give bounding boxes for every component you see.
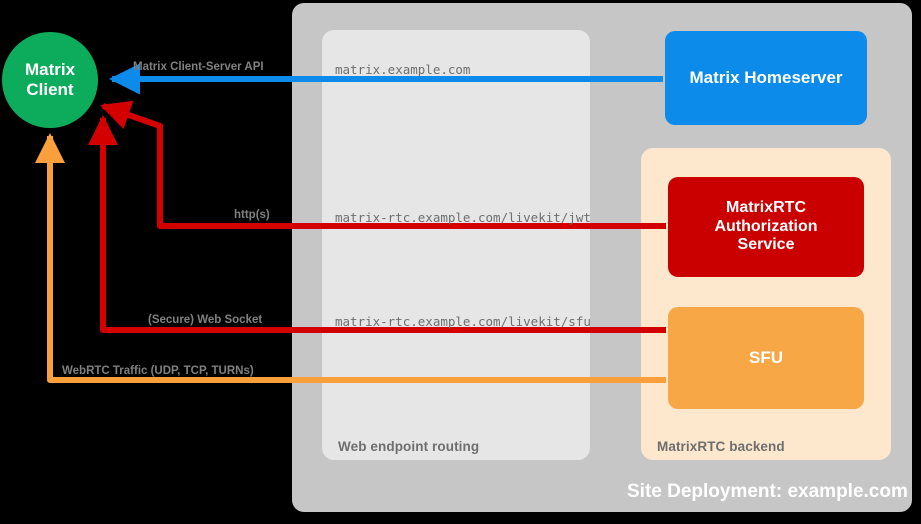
zone-caption-web-endpoint-routing: Web endpoint routing	[338, 439, 480, 454]
node-matrixrtc-authorization-service[interactable]: MatrixRTC Authorization Service	[668, 177, 864, 277]
endpoint-label-livekit-jwt: matrix-rtc.example.com/livekit/jwt	[335, 210, 591, 225]
node-matrix-client-label: Matrix Client	[25, 60, 75, 100]
edge-label-https: http(s)	[234, 209, 270, 221]
auth-service-line1: MatrixRTC	[725, 198, 806, 216]
zone-web-endpoint-routing	[322, 30, 590, 460]
edge-label-secure-web-socket: (Secure) Web Socket	[148, 314, 263, 326]
endpoint-label-livekit-sfu: matrix-rtc.example.com/livekit/sfu	[335, 314, 591, 329]
node-matrixrtc-authorization-service-label: MatrixRTC Authorization Service	[714, 199, 817, 256]
zone-caption-matrixrtc-backend: MatrixRTC backend	[657, 439, 785, 454]
auth-service-line2: Authorization	[714, 217, 818, 235]
edge-label-webrtc-traffic: WebRTC Traffic (UDP, TCP, TURNs)	[62, 365, 254, 377]
auth-service-line3: Service	[737, 236, 795, 254]
endpoint-label-matrix: matrix.example.com	[335, 62, 471, 77]
zone-caption-site-deployment: Site Deployment: example.com	[627, 481, 908, 502]
node-sfu[interactable]: SFU	[668, 307, 864, 409]
node-matrix-client-line1: Matrix	[24, 59, 76, 79]
edge-label-client-server-api: Matrix Client-Server API	[133, 61, 264, 73]
node-matrix-client-line2: Client	[26, 80, 74, 99]
node-matrix-client[interactable]: Matrix Client	[2, 32, 98, 128]
node-sfu-label: SFU	[749, 347, 783, 367]
node-matrix-homeserver-label: Matrix Homeserver	[689, 67, 843, 87]
node-matrix-homeserver[interactable]: Matrix Homeserver	[665, 31, 867, 125]
